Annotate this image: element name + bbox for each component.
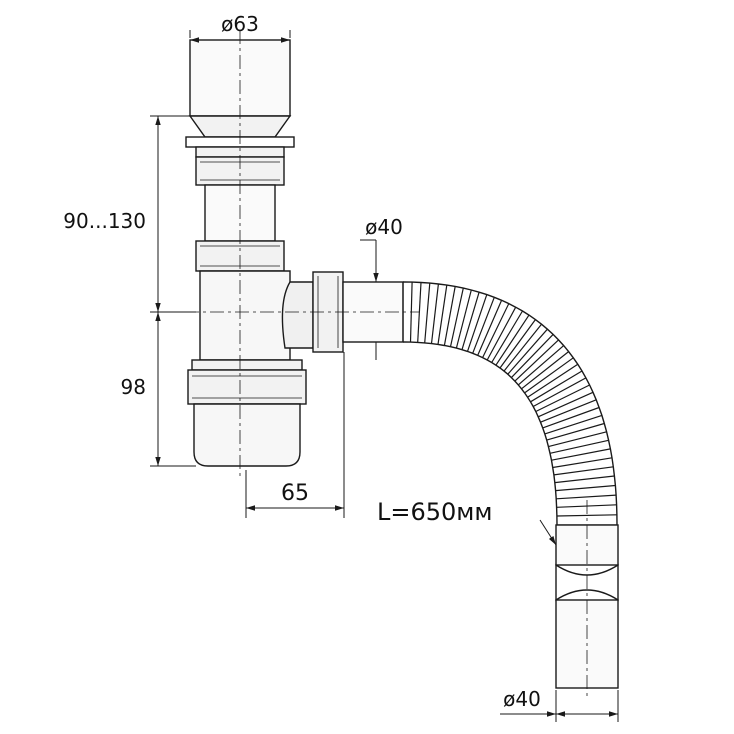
- lower-height-label: 98: [121, 375, 146, 399]
- hose-rib: [495, 314, 530, 366]
- hose-rib: [556, 514, 617, 517]
- hose-rib: [507, 328, 548, 375]
- corrugated-hose: [402, 281, 618, 526]
- hose-rib: [443, 286, 456, 346]
- hose-rib: [542, 406, 600, 429]
- hose-rib: [556, 494, 617, 500]
- hose-rib: [466, 294, 488, 352]
- hose-length-label: L=650мм: [377, 498, 493, 526]
- strainer-cup: [189, 39, 291, 117]
- hose-rib: [486, 306, 517, 361]
- hose-rib: [548, 431, 607, 448]
- dimensions: [150, 30, 619, 722]
- top-diameter-label: ø63: [221, 12, 259, 36]
- hose-rib: [517, 345, 565, 386]
- hose-rib: [503, 323, 542, 372]
- hose-rib: [527, 363, 579, 398]
- hose-rib: [549, 439, 609, 454]
- bottle-ring-top: [191, 359, 303, 371]
- hose-rib: [546, 422, 605, 441]
- hose-rib: [554, 475, 615, 484]
- hose-rib: [437, 285, 448, 345]
- hose-rib: [551, 448, 611, 461]
- hose-rib: [424, 283, 431, 343]
- outlet-diameter-label: ø40: [365, 215, 403, 239]
- hose-rib: [514, 339, 559, 382]
- end-diameter-label: ø40: [503, 687, 541, 711]
- bottle-cup-nut: [187, 369, 307, 405]
- hose-rib: [544, 414, 603, 435]
- hose-rib: [430, 283, 439, 344]
- hose-rib: [477, 300, 503, 356]
- offset-label: 65: [281, 481, 309, 506]
- hose-rib: [449, 287, 464, 347]
- hose-outer-edge: [402, 341, 558, 526]
- hose-rib: [524, 357, 574, 394]
- hose-rib: [499, 319, 536, 369]
- hose-rib: [472, 297, 495, 354]
- hose-rib: [553, 466, 614, 476]
- hose-rib: [510, 333, 554, 379]
- hose-rib: [521, 351, 569, 390]
- siphon-body: [185, 39, 404, 467]
- outlet-elbow: [281, 281, 314, 349]
- height-adjust-label: 90...130: [63, 209, 146, 233]
- hose-rib: [540, 399, 597, 423]
- hose-rib: [532, 377, 587, 408]
- hose-rib: [417, 282, 422, 343]
- hose-inner-edge: [402, 281, 618, 526]
- hose-rib: [552, 457, 613, 469]
- hose-rib: [491, 310, 524, 363]
- hose-rib: [461, 292, 480, 350]
- hose-rib: [530, 370, 583, 403]
- center-lines: [160, 30, 588, 700]
- hose-rib: [555, 484, 616, 492]
- bottle-body: [199, 270, 291, 361]
- hose-rib: [455, 289, 472, 349]
- hose-rib: [537, 391, 594, 418]
- hose-rib: [482, 303, 510, 358]
- hose-rib: [535, 384, 590, 413]
- bottle-cup: [193, 403, 301, 467]
